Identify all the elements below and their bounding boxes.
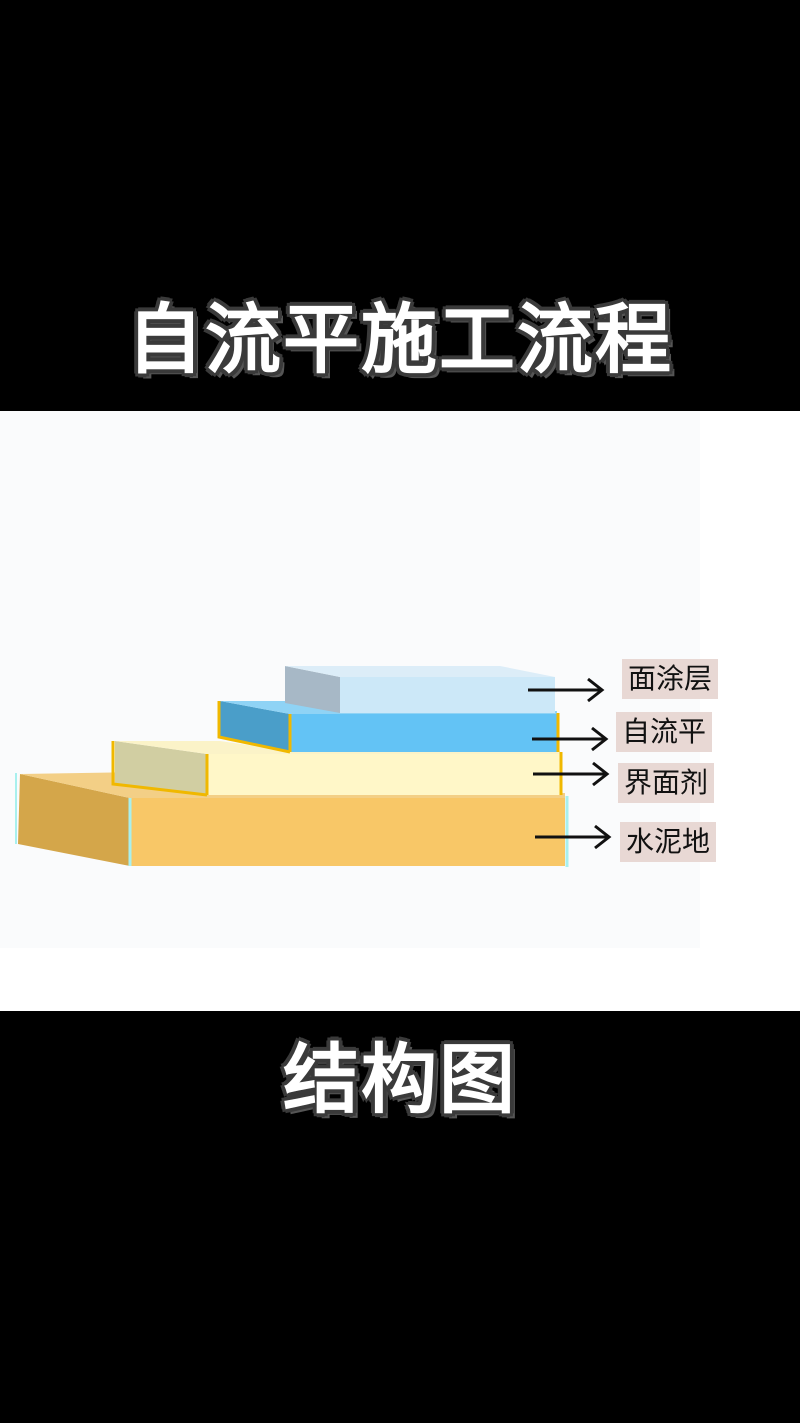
label-self-leveling: 自流平 <box>616 712 713 752</box>
layer-surface-coating <box>285 666 555 713</box>
diagram-caption: 结构图 <box>283 1035 517 1124</box>
label-surface-coating: 面涂层 <box>622 659 719 699</box>
layer-cement-floor <box>15 771 569 867</box>
surface-coating-side <box>285 666 340 713</box>
interface-agent-front <box>207 754 560 795</box>
layer-structure-diagram <box>15 666 612 867</box>
interface-agent-top <box>115 741 560 754</box>
interface-agent-side <box>115 741 207 795</box>
layer-self-leveling <box>217 701 560 754</box>
self-leveling-left-edge <box>217 701 291 754</box>
arrow-surface-coating <box>528 677 605 703</box>
diagram-panel: 面涂层 自流平 界面剂 水泥地 <box>0 411 800 1011</box>
cement-floor-side <box>18 774 130 866</box>
label-cement-floor: 水泥地 <box>620 822 717 862</box>
cement-floor-front <box>130 798 565 866</box>
page-title: 自流平施工流程 <box>127 295 673 384</box>
label-interface-agent: 界面剂 <box>618 763 715 803</box>
self-leveling-front <box>290 714 557 752</box>
self-leveling-side <box>220 701 290 752</box>
arrow-interface-agent <box>533 761 610 787</box>
layer-interface-agent <box>111 741 563 797</box>
self-leveling-top <box>220 701 557 714</box>
arrow-self-leveling <box>532 726 609 752</box>
interface-agent-left-edge <box>111 741 208 797</box>
surface-coating-top <box>285 666 555 677</box>
arrow-cement-floor <box>535 824 612 850</box>
surface-coating-front <box>340 677 555 713</box>
